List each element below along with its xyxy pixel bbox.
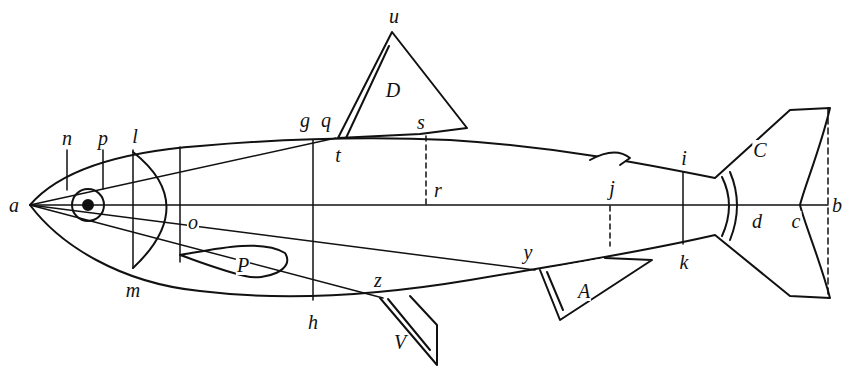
measurement-lines xyxy=(30,108,828,300)
anal-fin xyxy=(540,258,652,320)
point-label: D xyxy=(385,80,401,100)
point-label: h xyxy=(307,312,319,332)
peduncle-band xyxy=(722,177,729,236)
point-label: u xyxy=(388,6,400,26)
pelvic-fin xyxy=(380,296,437,365)
point-label: c xyxy=(791,211,802,231)
point-label: p xyxy=(97,128,109,148)
point-label: t xyxy=(334,145,342,165)
point-label: q xyxy=(320,110,332,130)
peduncle-band xyxy=(730,172,737,240)
point-label: V xyxy=(393,332,407,352)
point-label: s xyxy=(416,112,426,132)
anal-fin-ray xyxy=(547,272,563,310)
point-label: j xyxy=(608,178,616,198)
point-label: y xyxy=(523,242,534,262)
point-label: m xyxy=(125,280,141,300)
point-label: z xyxy=(373,270,383,290)
adipose-fin xyxy=(590,152,630,165)
point-label: i xyxy=(680,148,688,168)
point-label: n xyxy=(61,128,73,148)
dorsal-fin xyxy=(338,32,467,138)
point-label: P xyxy=(236,255,250,275)
point-label: a xyxy=(8,195,20,215)
fish-body xyxy=(30,108,830,298)
point-label: k xyxy=(679,252,690,272)
point-label: r xyxy=(433,180,443,200)
point-label: C xyxy=(752,140,767,160)
pectoral-fin xyxy=(180,246,287,278)
operculum xyxy=(133,152,167,268)
point-label: b xyxy=(831,195,843,215)
dorsal-fin-ray xyxy=(346,46,389,138)
point-label: g xyxy=(299,110,311,130)
point-label: d xyxy=(751,211,763,231)
point-label: A xyxy=(577,281,591,301)
point-label: l xyxy=(131,126,139,146)
point-label: o xyxy=(187,212,199,232)
